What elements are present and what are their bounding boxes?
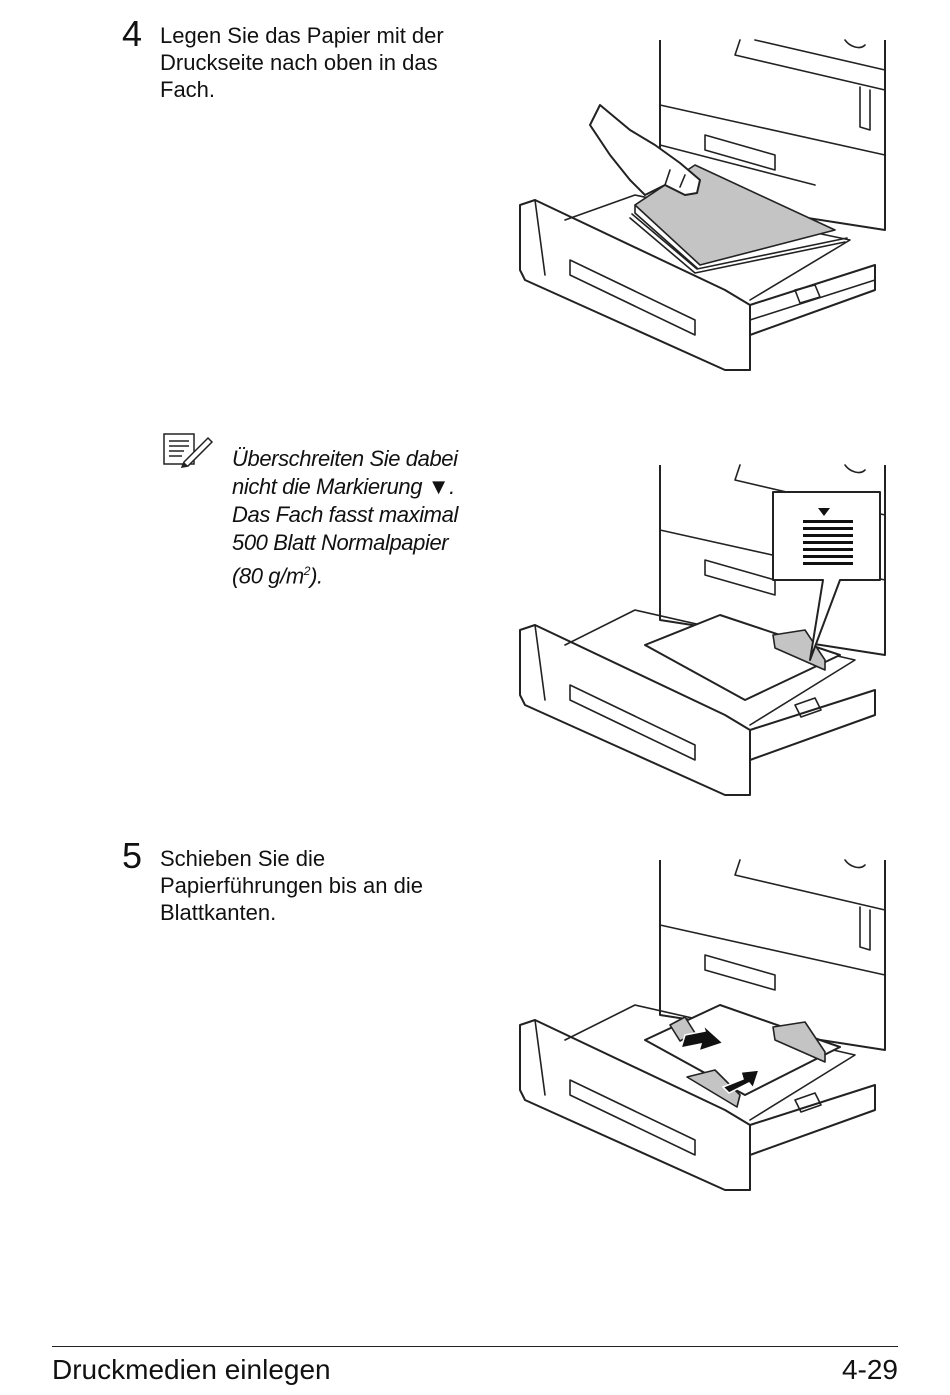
hand [589, 104, 701, 196]
footer-section-title: Druckmedien einlegen [52, 1354, 331, 1385]
step-5-text: Schieben Sie die Papierführungen bis an … [160, 846, 423, 925]
step-4-text: Legen Sie das Papier mit der Druckseite … [160, 23, 444, 102]
note-line-5: (80 g/m2). [232, 563, 323, 589]
tray-load-paper-illustration [519, 39, 886, 371]
tray-max-fill-mark-illustration [519, 464, 886, 796]
note-line-4: 500 Blatt Normalpapier [232, 530, 449, 555]
paper-tray [519, 1004, 876, 1191]
note-line-3: Das Fach fasst maximal [232, 502, 458, 527]
tray-slide-guides-illustration [519, 859, 886, 1191]
step-4-number: 4 [122, 13, 143, 54]
step-5-number: 5 [122, 835, 143, 876]
paper-tray [519, 194, 876, 371]
note-pencil-icon [163, 433, 214, 468]
note-line-2: nicht die Markierung ▼. [232, 474, 455, 499]
fill-mark-callout [772, 491, 881, 661]
note-line-1: Überschreiten Sie dabei [232, 446, 458, 471]
note-text: Überschreiten Sie dabei nicht die Markie… [232, 445, 492, 590]
arrow-icon [679, 1022, 761, 1094]
paper-tray [519, 609, 876, 796]
footer-page-number: 4-29 [841, 1354, 898, 1385]
footer-rule [52, 1346, 898, 1347]
printer-body [659, 859, 886, 1051]
